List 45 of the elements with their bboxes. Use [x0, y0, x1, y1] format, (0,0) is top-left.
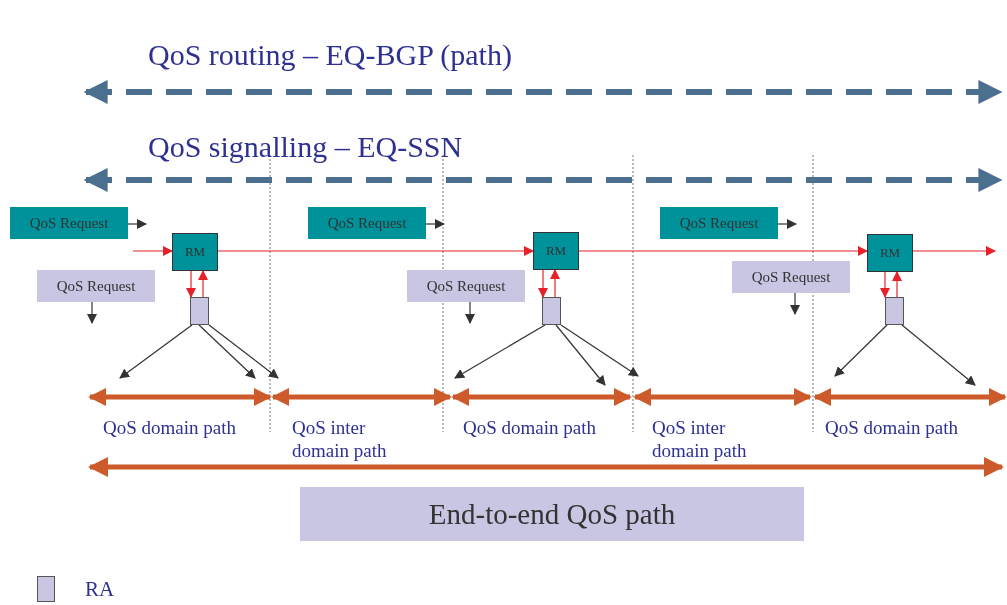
arrow	[901, 324, 976, 386]
segment-label: QoS domain path	[463, 416, 597, 439]
arrow	[834, 324, 888, 377]
heading: QoS signalling – EQ-SSN	[148, 130, 463, 164]
rm-box: RM	[172, 233, 218, 271]
arrow	[538, 269, 548, 298]
arrow	[87, 301, 97, 324]
arrow	[880, 271, 890, 298]
segment-label: QoS inter domain path	[292, 416, 388, 462]
request-box: QoS Request	[308, 207, 426, 239]
ra-box	[885, 297, 904, 325]
request-box: QoS Request	[660, 207, 778, 239]
rm-box: RM	[533, 232, 579, 270]
arrow	[132, 246, 173, 256]
arrow	[454, 324, 546, 379]
ra-box	[542, 297, 561, 325]
arrow	[912, 246, 996, 256]
arrow	[790, 292, 800, 315]
request-box: QoS Request	[10, 207, 128, 239]
arrow	[198, 324, 256, 379]
arrow	[555, 324, 606, 386]
rm-box: RM	[867, 234, 913, 272]
arrow	[208, 324, 279, 379]
arrow	[425, 219, 445, 229]
request-box: QoS Request	[407, 270, 525, 302]
arrow	[186, 270, 196, 298]
arrow	[198, 270, 208, 298]
arrow	[127, 219, 147, 229]
ra-box	[190, 297, 209, 325]
request-box: QoS Request	[732, 261, 850, 293]
arrow	[465, 301, 475, 324]
arrow	[777, 219, 797, 229]
arrow	[560, 324, 639, 377]
segment-label: QoS inter domain path	[652, 416, 748, 462]
legend-label: RA	[85, 578, 115, 600]
heading: QoS routing – EQ-BGP (path)	[148, 38, 512, 72]
arrow	[119, 324, 193, 379]
arrow	[892, 271, 902, 298]
segment-label: QoS domain path	[825, 416, 959, 439]
request-box: QoS Request	[37, 270, 155, 302]
path-box: End-to-end QoS path	[300, 487, 804, 541]
segment-label: QoS domain path	[103, 416, 237, 439]
arrow	[217, 246, 534, 256]
arrow	[550, 269, 560, 298]
arrow	[578, 246, 868, 256]
